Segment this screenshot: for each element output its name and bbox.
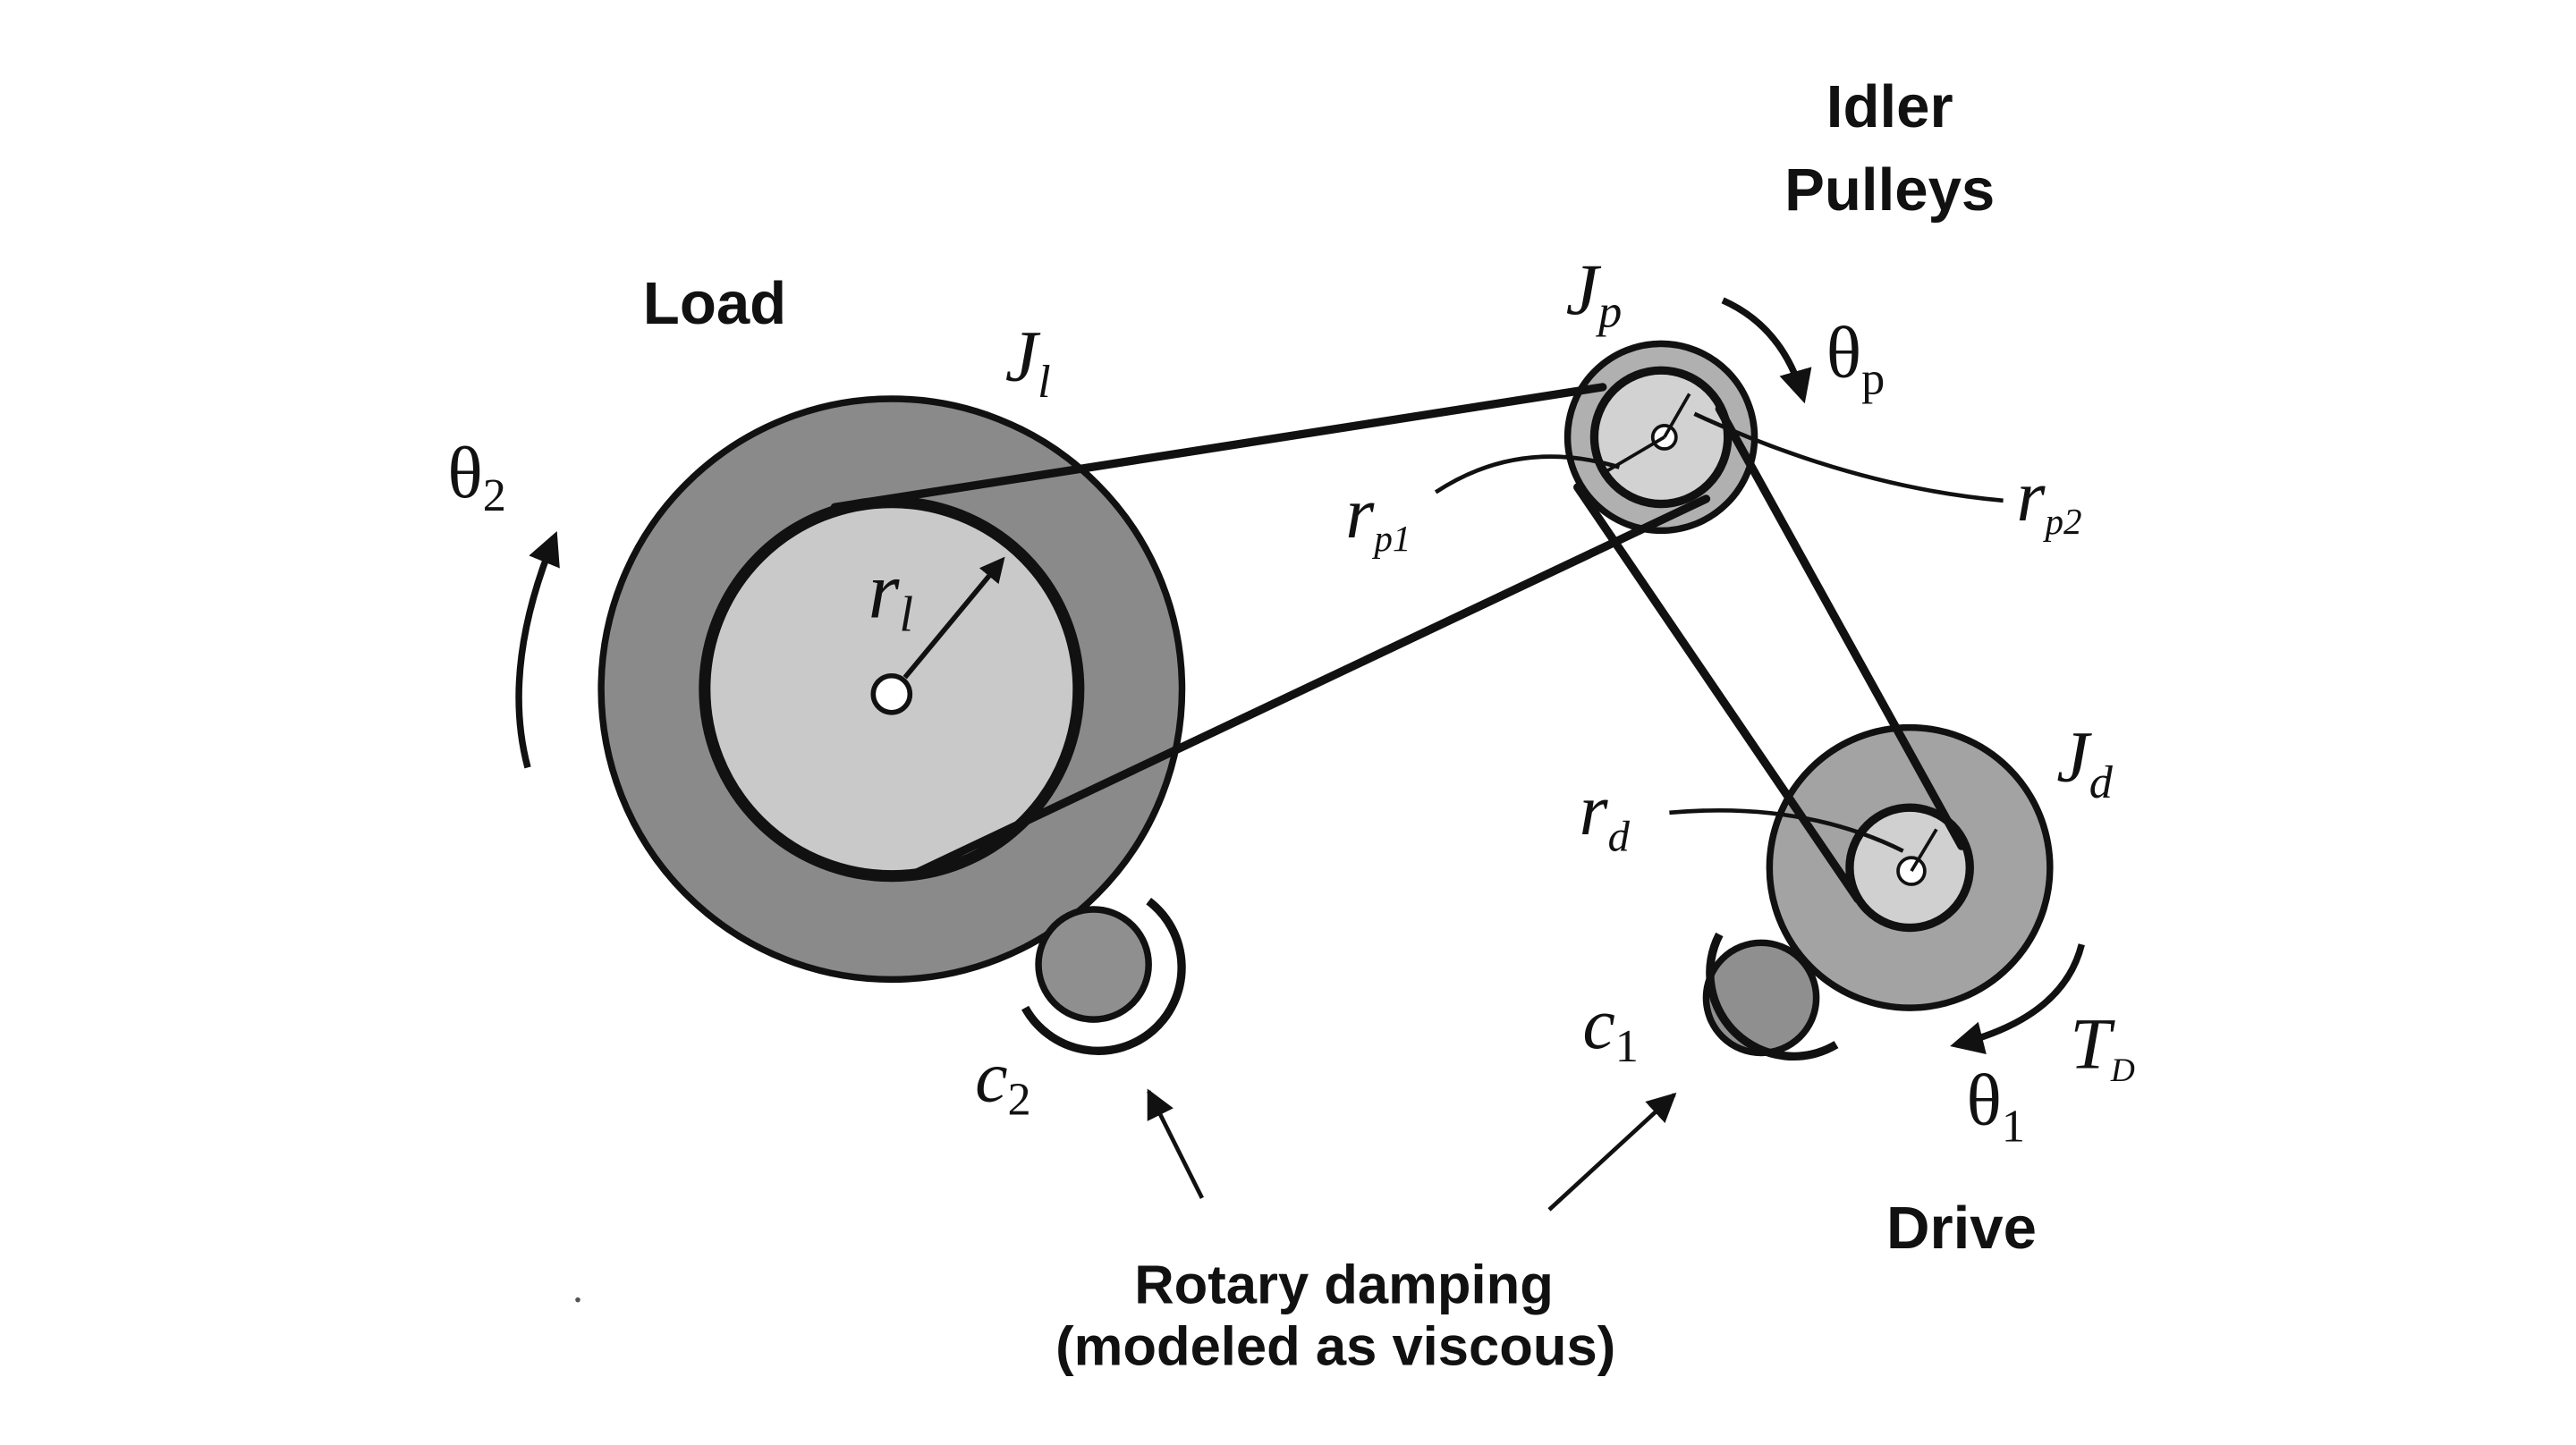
symbol-r-l: rl (869, 546, 913, 642)
damping-leader-c1 (1547, 1092, 1677, 1212)
damper-c2 (1021, 897, 1186, 1055)
idler-drive-belt-right (1715, 404, 1966, 850)
symbol-T-D: TD (2070, 1002, 2135, 1089)
symbol-J-l: Jl (1005, 315, 1051, 408)
drive-radius (1910, 828, 1938, 873)
symbol-r-p1: rp1 (1345, 472, 1411, 559)
symbol-r-p2: rp2 (2017, 455, 2082, 542)
symbol-J-p: Jp (1566, 249, 1623, 338)
damper-c2-arc (1021, 897, 1186, 1055)
symbol-theta2: θ2 (447, 432, 505, 521)
damper-c1-disk (1702, 939, 1820, 1057)
symbol-r-d: rd (1580, 769, 1631, 861)
idler-radius-p2 (1663, 393, 1691, 438)
load-radius-arrow (902, 556, 1005, 680)
load-hub (870, 672, 913, 715)
theta2-rotation-arrow (515, 530, 560, 769)
damping-caption-line1: Rotary damping (1134, 1254, 1554, 1315)
r-p1-leader (1434, 454, 1621, 494)
theta-p-rotation-arrow (1721, 297, 1812, 404)
load-title: Load (643, 270, 786, 337)
symbol-c1: c1 (1582, 983, 1639, 1072)
damping-leader-c2 (1147, 1088, 1204, 1199)
damping-caption-line2: (modeled as viscous) (1055, 1315, 1615, 1377)
scan-speck (575, 1297, 580, 1303)
load-idler-belt-top (830, 383, 1607, 511)
damper-c1-arc (1706, 932, 1839, 1061)
symbol-c2: c2 (975, 1036, 1031, 1126)
damper-c2-disk (1035, 906, 1152, 1023)
r-d-leader (1669, 807, 1904, 853)
load-idler-belt-bottom (909, 494, 1711, 879)
theta1-rotation-arrow (1950, 943, 2085, 1054)
idler-title-line1: Idler (1826, 73, 1953, 140)
drive-title: Drive (1886, 1195, 2037, 1262)
belts (830, 383, 1966, 904)
damper-c1 (1702, 932, 1839, 1061)
idler-drive-belt-left (1573, 483, 1862, 904)
idler-pulley (1563, 340, 1758, 535)
r-p2-leader (1693, 411, 2004, 503)
drive-pulley (1766, 723, 2054, 1011)
symbol-theta-p: θp (1826, 312, 1885, 405)
symbol-J-d: Jd (2056, 715, 2113, 808)
idler-title-line2: Pulleys (1784, 156, 1995, 224)
symbol-theta1: θ1 (1967, 1060, 2025, 1153)
arrows (515, 297, 2085, 1212)
load-pulley (597, 395, 1186, 984)
